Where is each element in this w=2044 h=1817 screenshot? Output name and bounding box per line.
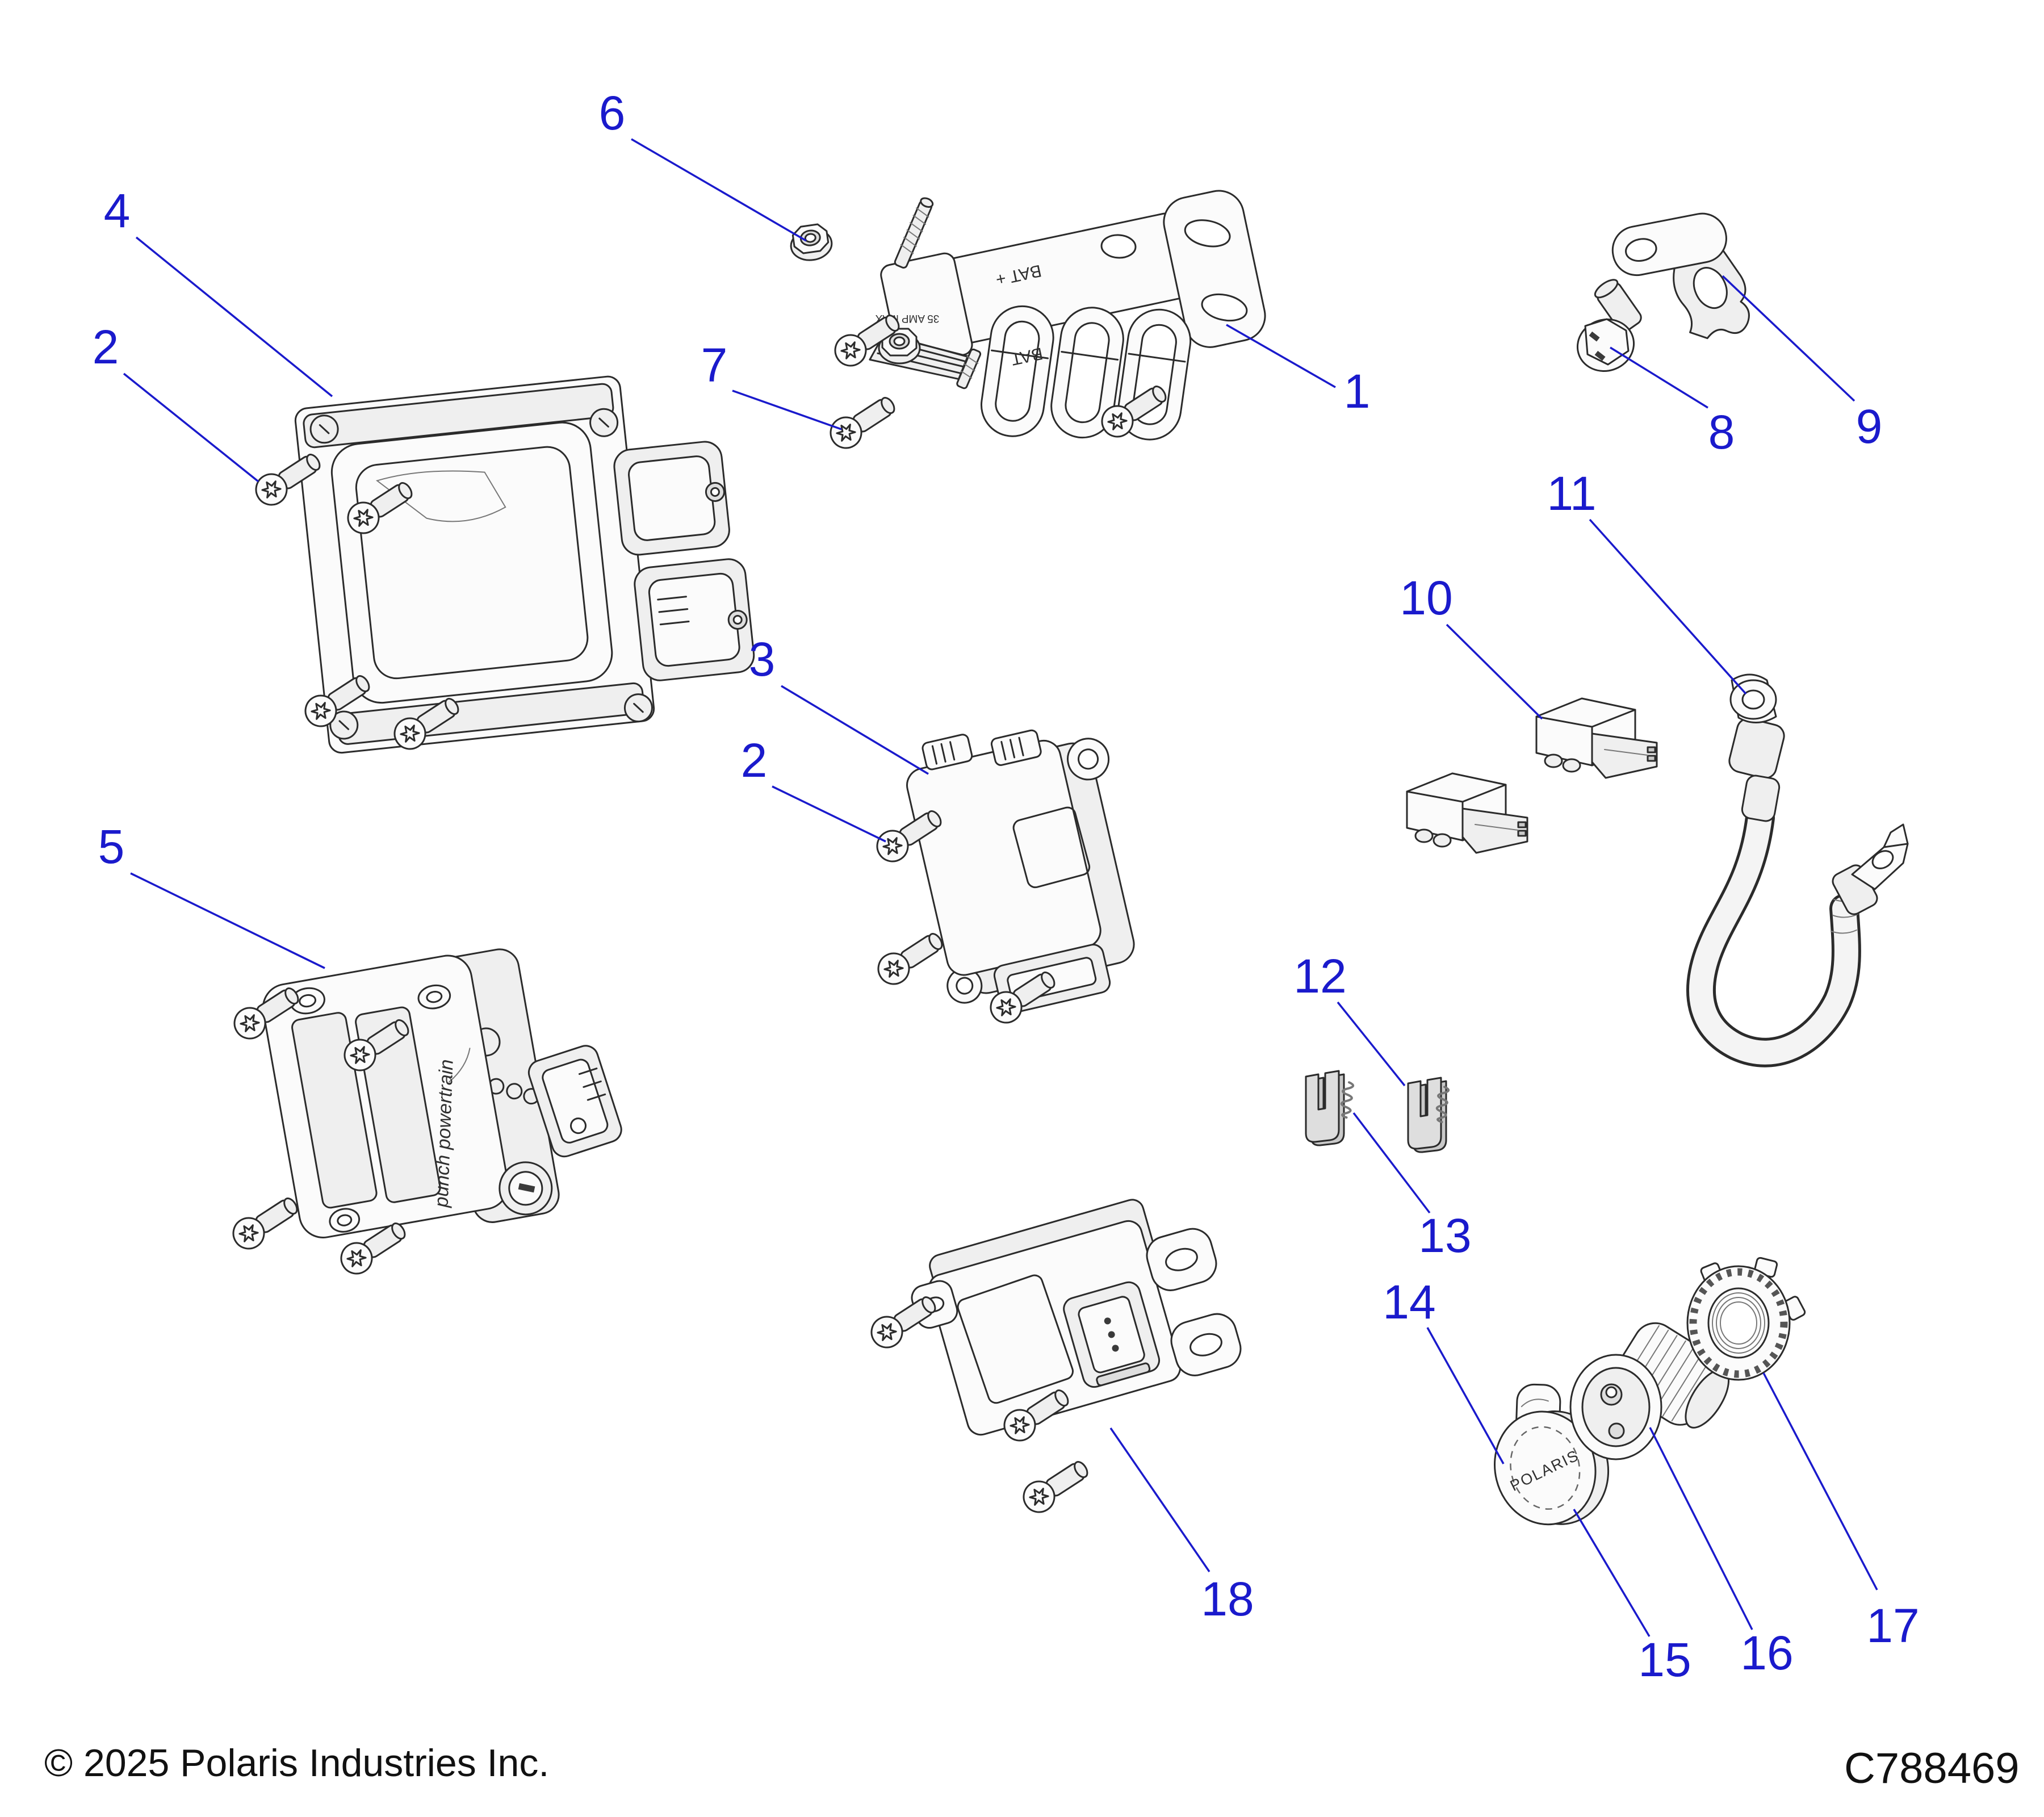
tower-2 [1050, 307, 1124, 439]
callout-12-12[interactable]: 12 [1293, 949, 1346, 1003]
clip-tower [922, 734, 973, 771]
callout-leader-9-9 [1722, 275, 1855, 402]
callout-leader-5-5 [130, 872, 325, 969]
callout-leader-13-13 [1352, 1112, 1431, 1214]
callout-10-10[interactable]: 10 [1400, 571, 1452, 625]
callout-5-5[interactable]: 5 [98, 820, 125, 873]
part-7-screw [824, 389, 902, 455]
part-15-outlet-cap: POLARIS [1494, 1383, 1610, 1526]
part-11-battery-cable [1686, 673, 1909, 1067]
callout-2-2[interactable]: 2 [741, 734, 768, 787]
callout-15-15[interactable]: 15 [1638, 1633, 1691, 1686]
part-10-relay [1535, 697, 1658, 779]
part-4-ecm [294, 375, 755, 754]
callout-9-9[interactable]: 9 [1856, 400, 1883, 453]
callout-leader-10-10 [1446, 623, 1543, 720]
callout-leader-17-17 [1762, 1372, 1878, 1590]
callout-leader-7-7 [732, 390, 842, 430]
part-10-relay [1406, 772, 1528, 854]
part-12-clip [1407, 1077, 1447, 1153]
part-17-lock-ring [1686, 1257, 1806, 1381]
battery-stud [894, 197, 934, 269]
callout-3-3[interactable]: 3 [749, 633, 776, 686]
mounting-screw [227, 1190, 304, 1255]
callout-4-4[interactable]: 4 [104, 184, 131, 237]
callout-leader-2-1 [123, 372, 259, 483]
callout-1-0[interactable]: 1 [1344, 365, 1371, 418]
part-1-power-distribution-block: BAT + 35 AMP MAX BAT [869, 190, 1266, 441]
callout-8-8[interactable]: 8 [1708, 405, 1735, 459]
callout-leader-15-15 [1573, 1509, 1651, 1637]
part-9-bracket [1611, 212, 1750, 340]
mounting-ear [1170, 1313, 1242, 1376]
mounting-ear [1146, 1228, 1217, 1291]
drawing-code: C788469 [1844, 1744, 2020, 1793]
callout-14-14[interactable]: 14 [1383, 1275, 1435, 1329]
ring-terminal [1728, 673, 1785, 822]
clip-tower [990, 729, 1042, 766]
callout-leader-18-18 [1109, 1427, 1211, 1572]
callout-leader-16-16 [1649, 1427, 1753, 1630]
callout-leader-11-11 [1589, 518, 1747, 695]
callout-2-1[interactable]: 2 [93, 320, 119, 374]
callout-7-7[interactable]: 7 [701, 338, 728, 392]
tower-1 [980, 305, 1054, 437]
callout-18-18[interactable]: 18 [1201, 1572, 1254, 1626]
ecm-connector-upper [613, 441, 730, 556]
module5-barrel [499, 1161, 553, 1216]
callout-leader-2-2 [772, 785, 886, 843]
callout-leader-4-4 [135, 236, 333, 397]
part-8-flange-bolt [1576, 279, 1642, 372]
callout-13-13[interactable]: 13 [1418, 1209, 1471, 1262]
callout-16-16[interactable]: 16 [1740, 1626, 1793, 1680]
callout-leader-1-0 [1226, 324, 1336, 388]
mounting-screw [872, 925, 949, 991]
part-3-control-module [906, 729, 1135, 1014]
copyright-text: © 2025 Polaris Industries Inc. [44, 1741, 549, 1785]
callout-leader-14-14 [1426, 1327, 1505, 1464]
callout-leader-8-8 [1610, 346, 1708, 409]
callout-17-17[interactable]: 17 [1866, 1599, 1919, 1652]
callout-11-11[interactable]: 11 [1547, 467, 1596, 520]
module18-connector [1063, 1281, 1161, 1388]
accessory-stud [956, 348, 982, 390]
part-6-flange-nut [788, 221, 835, 264]
callout-leader-12-12 [1337, 1001, 1406, 1087]
powertrain-logo: punch powertrain [430, 1059, 457, 1208]
module5-connector [527, 1045, 622, 1158]
part-12-clip [1305, 1070, 1345, 1146]
mounting-screw [1017, 1453, 1095, 1519]
ecm-connector-lower [634, 558, 755, 681]
lug-terminal [1832, 823, 1909, 915]
callout-leader-3-3 [781, 685, 929, 775]
callout-6-6[interactable]: 6 [599, 86, 626, 140]
callout-leader-6-6 [631, 138, 807, 242]
part-18-control-module [911, 1199, 1242, 1436]
part-5-powertrain-module: punch powertrain [262, 948, 622, 1238]
